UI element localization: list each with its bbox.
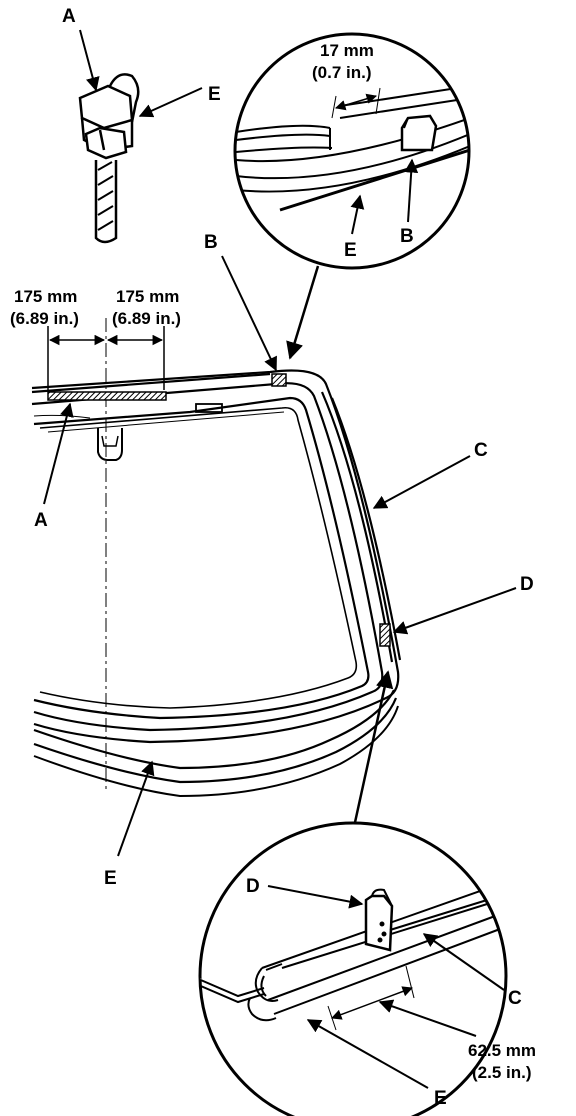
callout-b-detail: B xyxy=(400,226,414,247)
dim-side-mm: 62.5 mm xyxy=(468,1041,536,1060)
clip-detail-top-left xyxy=(78,73,140,244)
spacer-detail-circle xyxy=(233,32,471,270)
callout-line-a-top xyxy=(79,29,100,92)
dim-right-mm: 175 mm xyxy=(116,287,179,306)
callout-line-d-main xyxy=(392,587,517,635)
callout-c-main: C xyxy=(474,440,488,461)
dim-left-in: (6.89 in.) xyxy=(10,309,79,328)
callout-line-a-main xyxy=(43,402,74,505)
dim-side-in: (2.5 in.) xyxy=(472,1063,532,1082)
dim-spacer-in: (0.7 in.) xyxy=(312,63,372,82)
callout-line-e-detail xyxy=(350,194,365,235)
windshield-assembly xyxy=(31,369,402,798)
callout-line-c-main xyxy=(372,455,471,509)
connector-arrow-bottom xyxy=(350,670,394,837)
callout-d-detail: D xyxy=(246,876,260,897)
dim-spacer-mm: 17 mm xyxy=(320,41,374,60)
callout-line-dim-side xyxy=(378,999,477,1037)
callout-a-main: A xyxy=(34,510,48,531)
connector-arrow-top xyxy=(286,265,320,360)
callout-line-d-detail xyxy=(267,885,364,909)
callout-e-main: E xyxy=(104,868,117,889)
side-molding-detail-circle xyxy=(198,821,508,1116)
callout-line-e-top xyxy=(138,87,203,118)
molding-strip-a xyxy=(47,391,167,401)
callout-c-detail: C xyxy=(508,988,522,1009)
dim-right-in: (6.89 in.) xyxy=(112,309,181,328)
spacer-d-main xyxy=(379,623,391,647)
callout-e-detail: E xyxy=(344,240,357,261)
callout-e-bottom: E xyxy=(434,1088,447,1109)
callout-a-top: A xyxy=(62,6,76,27)
callout-e-top: E xyxy=(208,84,221,105)
callout-line-b-main xyxy=(221,255,277,372)
spacer-b-main xyxy=(271,373,287,387)
callout-d-main: D xyxy=(520,574,534,595)
callout-b-main: B xyxy=(204,232,218,253)
callout-line-b-detail xyxy=(404,158,419,223)
callout-line-e-main xyxy=(117,760,155,857)
callout-line-e-bottom xyxy=(306,1019,429,1089)
dim-left-mm: 175 mm xyxy=(14,287,77,306)
callout-line-c-detail xyxy=(422,933,505,991)
